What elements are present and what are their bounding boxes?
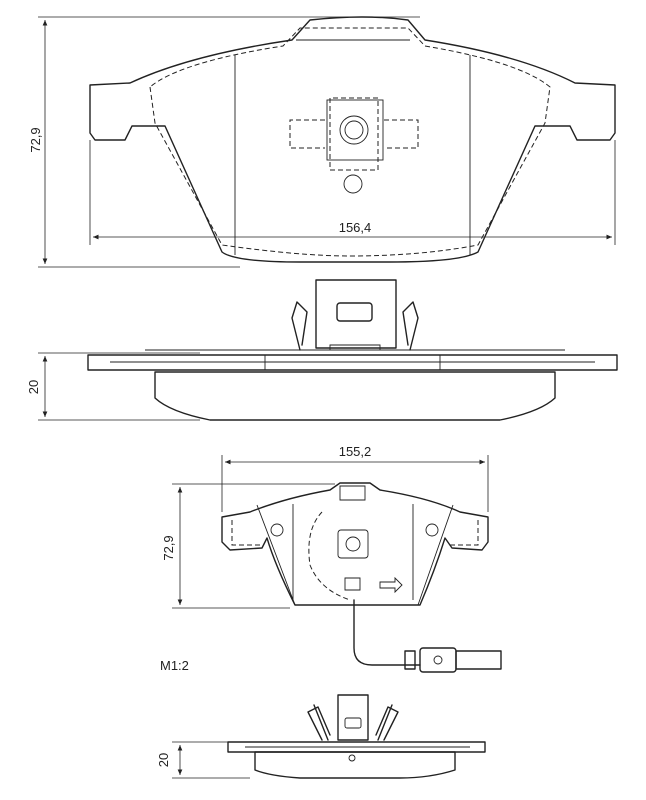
bottom-thickness-label: 20 — [156, 753, 171, 767]
top-view-pad — [38, 16, 616, 268]
bottom-width-label: 155,2 — [339, 444, 372, 459]
side-thickness-dimension — [38, 352, 200, 421]
wear-sensor-cable — [353, 599, 502, 673]
top-height-label: 72,9 — [28, 127, 43, 152]
side-view-pad — [38, 279, 618, 421]
bottom-height-label: 72,9 — [161, 535, 176, 560]
scale-label: M1:2 — [160, 658, 189, 673]
bottom-width-dimension — [221, 455, 489, 512]
top-center-clip — [289, 97, 419, 194]
side-clip — [291, 279, 419, 351]
top-width-label: 156,4 — [339, 220, 372, 235]
bottom-side-view — [172, 694, 486, 779]
bottom-height-dimension — [172, 483, 335, 609]
bottom-center-hub — [308, 485, 403, 601]
bottom-thickness-dimension — [172, 741, 250, 779]
top-width-dimension — [89, 140, 616, 245]
top-height-dimension — [38, 16, 420, 268]
bottom-view-pad — [172, 455, 502, 673]
side-thickness-label: 20 — [26, 380, 41, 394]
